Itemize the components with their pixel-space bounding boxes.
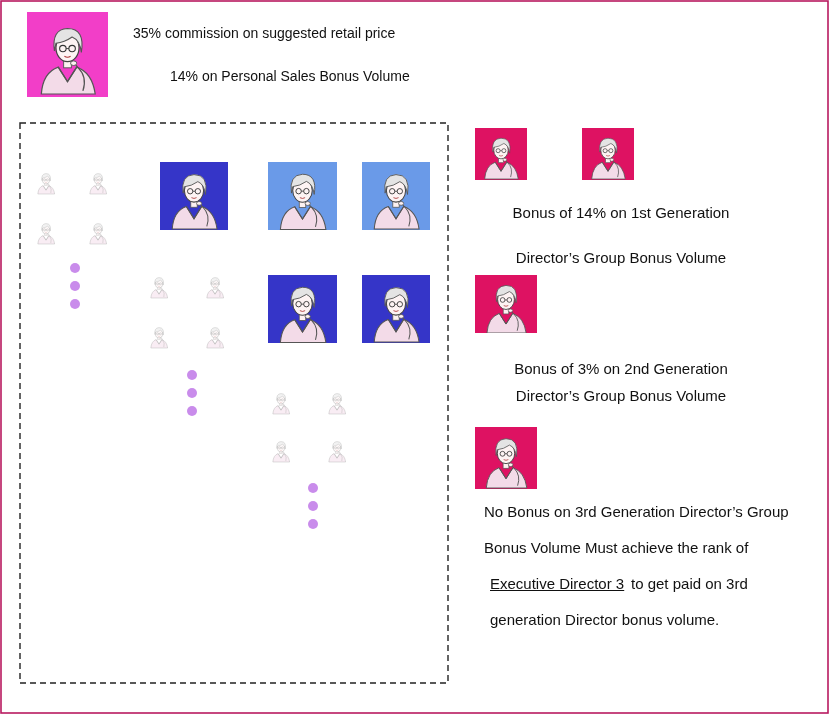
downline-region bbox=[20, 123, 448, 683]
bonus-icons bbox=[475, 128, 634, 489]
plan-text: 14% on Personal Sales Bonus Volume bbox=[170, 66, 410, 86]
plan-text: 35% commission on suggested retail price bbox=[133, 23, 395, 43]
recruit-figures bbox=[38, 174, 346, 462]
rank-link: Executive Director 3 bbox=[490, 566, 624, 602]
plan-text: Bonus of 14% on 1st Generation Director’… bbox=[505, 190, 737, 280]
distributor-icon bbox=[27, 12, 108, 97]
plan-text: Bonus of 3% on 2nd Generation Director’s… bbox=[505, 355, 737, 409]
plan-text: No Bonus on 3rd Generation Director’s Gr… bbox=[484, 494, 804, 566]
director-icons bbox=[160, 162, 430, 343]
plan-text: to get paid on 3rd generation Director b… bbox=[490, 566, 810, 638]
